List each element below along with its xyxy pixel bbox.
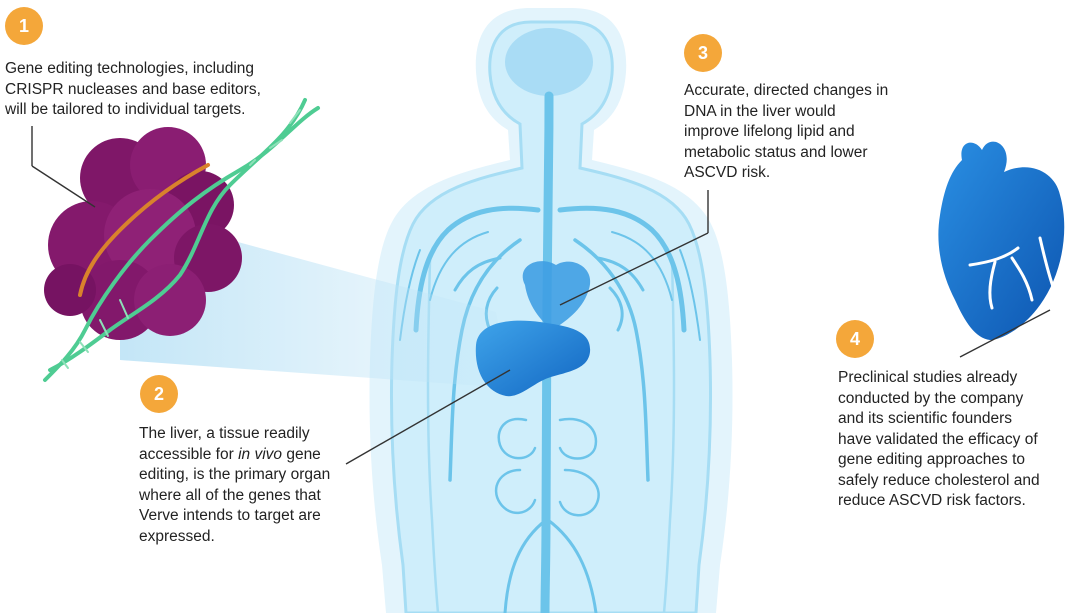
callout-2-line-3: editing, is the primary organ <box>139 466 331 483</box>
step-badge-1: 1 <box>5 7 43 45</box>
leader-lines <box>31 126 1051 465</box>
callout-3-line-3: improve lifelong lipid and <box>684 123 855 140</box>
heart-illustration <box>938 141 1065 340</box>
callout-4-text: Preclinical studies already conducted by… <box>838 368 1040 512</box>
callout-3-line-2: DNA in the liver would <box>684 102 836 120</box>
liver <box>475 320 591 397</box>
callout-3-line-1: Accurate, directed changes in <box>684 82 889 99</box>
callout-3-line-5: ASCVD risk. <box>684 164 771 181</box>
callout-1-line-1: Gene editing technologies, including <box>5 60 255 77</box>
callout-4-line-2: conducted by the company <box>838 389 1024 407</box>
leader-line-3b <box>559 232 709 306</box>
step-badge-2: 2 <box>140 375 178 413</box>
brain <box>505 28 593 96</box>
callout-2-line-1: The liver, a tissue readily <box>139 425 310 442</box>
step-badge-3: 3 <box>684 34 722 72</box>
callout-2-line-2-start: accessible for <box>139 445 239 463</box>
leader-line-4 <box>959 309 1051 358</box>
callout-2-italic-term: in vivo <box>238 445 283 463</box>
callout-1-line-2: CRISPR nucleases and base editors, <box>5 80 261 98</box>
vascular-system <box>399 91 701 613</box>
callout-4-line-7: reduce ASCVD risk factors. <box>838 492 1026 509</box>
callout-1-line-3: will be tailored to individual targets. <box>5 101 246 118</box>
callout-2-line-2: accessible for in vivo gene <box>139 445 330 466</box>
leader-line-2 <box>345 369 511 465</box>
callout-2-text: The liver, a tissue readily accessible f… <box>139 424 330 547</box>
callout-4-line-3: and its scientific founders <box>838 410 1013 427</box>
callout-3-line-4: metabolic status and lower <box>684 143 868 161</box>
callout-4-line-4: have validated the efficacy of <box>838 430 1038 448</box>
callout-1-text: Gene editing technologies, including CRI… <box>5 59 261 121</box>
heart-in-body <box>522 261 591 330</box>
callout-2-line-6: expressed. <box>139 527 215 545</box>
step-badge-4: 4 <box>836 320 874 358</box>
callout-4-line-5: gene editing approaches to <box>838 451 1026 468</box>
arm-line-right <box>662 259 676 613</box>
callout-2-line-5: Verve intends to target are <box>139 507 321 524</box>
callout-4-line-1: Preclinical studies already <box>838 369 1018 386</box>
callout-2-line-2-end: gene <box>282 445 321 463</box>
callout-4-line-6: safely reduce cholesterol and <box>838 471 1040 489</box>
callout-3-text: Accurate, directed changes in DNA in the… <box>684 81 888 184</box>
heart-vessels <box>968 236 1058 310</box>
callout-2-line-4: where all of the genes that <box>139 486 321 504</box>
leader-line-1b <box>31 165 96 208</box>
dna-helix <box>43 98 320 382</box>
